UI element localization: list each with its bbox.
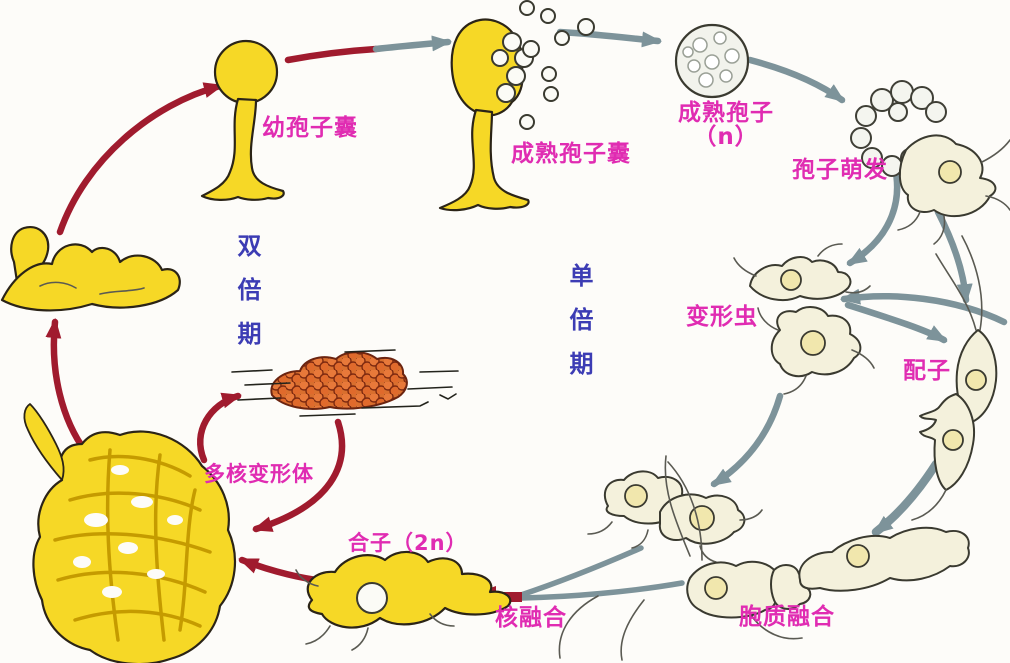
label-plasmodium: 多核变形体: [204, 462, 314, 486]
label-karyogamy: 核融合: [495, 605, 567, 631]
label-mature-spores-text: 成熟孢子: [678, 100, 774, 126]
label-gamete: 配子: [903, 358, 951, 384]
label-haploid-phase: 单倍期: [565, 263, 593, 395]
label-young-sporangium: 幼孢子囊: [262, 115, 358, 141]
haploid-phase-arrows: [372, 28, 1008, 601]
mature-spore-ball: [674, 23, 750, 99]
diploid-phase-arrows: [45, 45, 380, 584]
spore-mass-mound: [231, 349, 459, 417]
young-sporangium-illustration: [200, 39, 285, 201]
zygote-illustration: [295, 550, 512, 651]
label-mature-spores: 成熟孢子 （n）: [678, 101, 774, 149]
label-mature-spores-ploidy: （n）: [693, 124, 759, 151]
label-diploid-phase: 双倍期: [233, 233, 261, 365]
amoeba-cells: [733, 243, 875, 395]
plasmodium-gaps: [73, 465, 183, 598]
fusing-flagellates: [558, 455, 970, 661]
label-plasmogamy: 胞质融合: [739, 604, 835, 630]
substrate-lines: [231, 349, 459, 417]
label-spore-germination: 孢子萌发: [792, 157, 888, 183]
scattered-spores: [519, 0, 595, 130]
plasmodium-illustration: [23, 403, 237, 663]
label-zygote: 合子（2n）: [348, 531, 468, 555]
mature-sporangium-illustration: [438, 0, 595, 212]
label-amoeba: 变形虫: [686, 304, 758, 330]
gamete-cells: [911, 235, 998, 521]
developing-sporangia-mass: [0, 226, 181, 312]
spores-in-cup: [491, 32, 534, 103]
spore-germination-illustration: [850, 80, 1010, 245]
label-mature-sporangium: 成熟孢子囊: [511, 141, 631, 167]
plasmodium-veins: [53, 448, 212, 642]
